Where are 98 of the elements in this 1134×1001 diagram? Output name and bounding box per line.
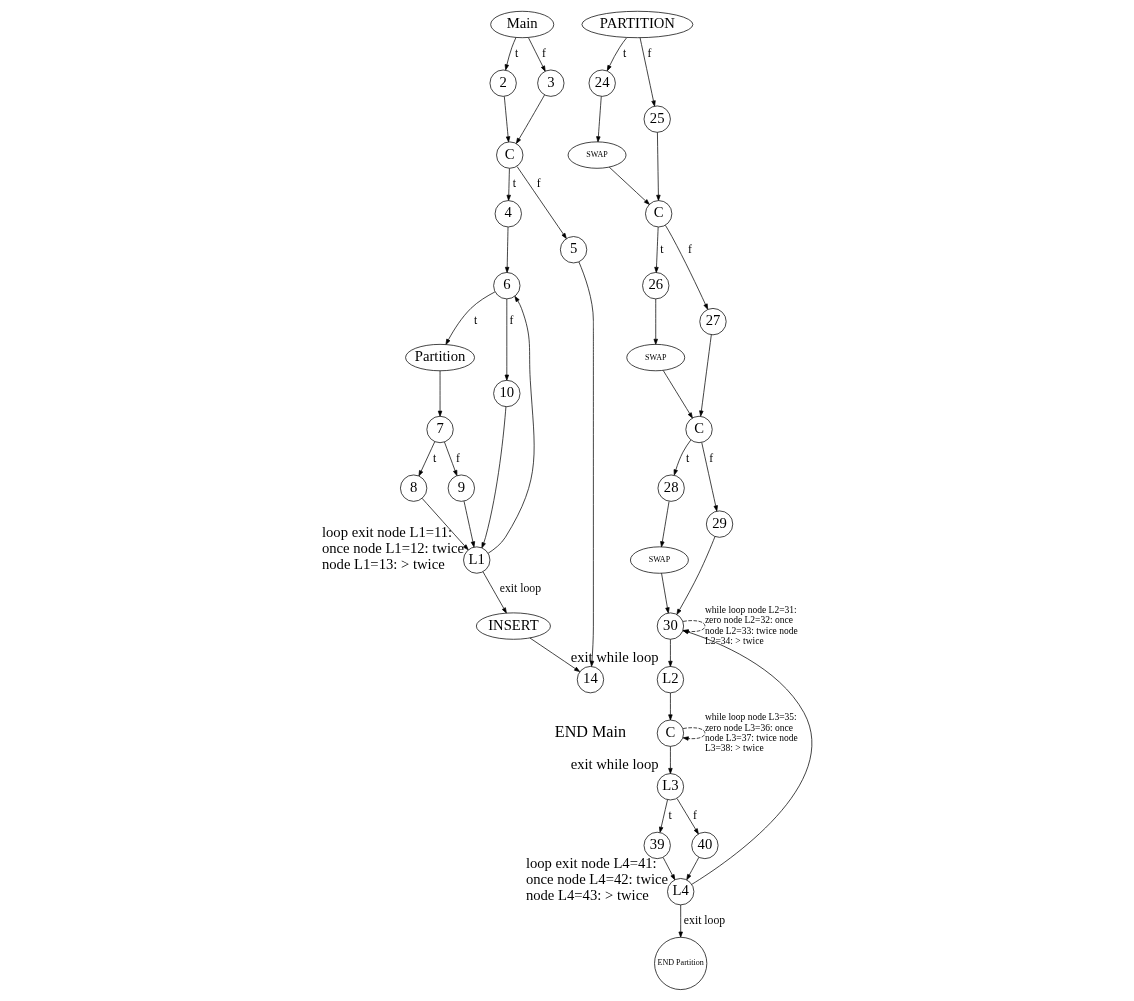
node-ellipse: Partition: [405, 344, 475, 372]
arrow: [682, 727, 706, 741]
node-circle: 5: [560, 236, 588, 264]
edge-label: f: [647, 46, 652, 60]
node-circle: 9: [447, 474, 475, 502]
arrow: [662, 857, 676, 881]
node-ellipse: Main: [490, 10, 555, 39]
arrow: [578, 261, 595, 667]
node-circle: 25: [643, 105, 671, 133]
node-circle: L3: [656, 773, 684, 801]
arrow: [482, 571, 507, 614]
node-circle: 29: [706, 510, 734, 538]
arrow: [516, 166, 567, 239]
arrow: [660, 501, 670, 548]
node-circle: 40: [691, 831, 719, 859]
arrow: [668, 639, 673, 667]
node-ellipse: SWAP: [626, 344, 686, 372]
arrow: [665, 225, 709, 310]
arrow: [639, 37, 656, 107]
edge-label: f: [541, 46, 546, 60]
arrow: [653, 298, 658, 345]
node-circle: 10: [493, 379, 521, 408]
node-circle: END Partition: [654, 936, 708, 990]
node-circle: L4: [667, 878, 695, 906]
edge-label: f: [536, 177, 541, 191]
arrow: [662, 370, 693, 419]
node-circle: 27: [699, 308, 727, 336]
arrow: [437, 370, 443, 417]
node-ellipse: SWAP: [630, 546, 689, 574]
arrow: [516, 94, 545, 144]
node-label: exit while loop: [570, 756, 659, 773]
edge-label: f: [709, 451, 714, 465]
node-ellipse: PARTITION: [581, 10, 694, 39]
edge-label: f: [687, 242, 692, 256]
arrow: [608, 166, 650, 205]
edge-label: f: [456, 451, 460, 465]
node-circle: C: [656, 719, 684, 747]
node-circle: C: [496, 141, 524, 169]
node-circle: 26: [642, 272, 670, 300]
arrow: [661, 572, 670, 614]
arrow: [659, 799, 668, 833]
edge-label: t: [432, 451, 437, 465]
arrow: [505, 226, 510, 273]
arrow: [481, 406, 507, 549]
arrow: [506, 168, 511, 201]
arrow: [504, 298, 509, 381]
arrow: [444, 441, 458, 476]
edge-label: t: [515, 46, 519, 60]
arrow: [463, 500, 476, 548]
arrow: [504, 37, 517, 71]
arrow: [421, 498, 469, 551]
arrow: [445, 291, 496, 345]
arrow: [654, 226, 659, 273]
node-circle: 7: [426, 415, 454, 444]
arrow: [676, 798, 699, 835]
arrow: [528, 37, 546, 72]
arrow: [656, 132, 661, 201]
arrow: [668, 692, 673, 721]
arrow: [487, 296, 535, 554]
node-circle: 24: [588, 69, 616, 97]
arrow: [529, 637, 580, 672]
edge-label: exit loop: [683, 913, 726, 927]
edge-label: t: [512, 177, 517, 191]
arrow: [673, 439, 692, 476]
edge-label: f: [509, 314, 514, 328]
arrow: [596, 96, 602, 143]
node-circle: 2: [489, 69, 517, 97]
arrow: [678, 904, 683, 938]
edge-label: t: [474, 314, 478, 328]
edge-label: exit loop: [499, 582, 542, 596]
node-circle: 3: [537, 69, 565, 97]
edge-label: while loop node L3=35: zero node L3=36: once node L3=37: twice node L3=38: > twice: [704, 712, 798, 754]
arrow: [606, 37, 628, 72]
node-circle: 28: [657, 474, 685, 502]
arrow: [668, 746, 673, 774]
node-ellipse: SWAP: [567, 141, 627, 169]
node-circle: 4: [494, 200, 522, 228]
node-circle: 8: [400, 474, 428, 502]
node-circle: 30: [656, 612, 684, 640]
arrow: [686, 856, 700, 881]
edge-label: f: [693, 808, 697, 822]
arrow: [418, 441, 436, 477]
node-circle: 39: [643, 831, 671, 859]
arrow: [699, 334, 712, 417]
edge-label: t: [660, 242, 664, 256]
node-circle: L2: [656, 666, 684, 694]
edge-label: t: [668, 808, 672, 822]
node-label: loop exit node L1=11: once node L1=12: twice node L1=13: > twice: [321, 523, 465, 572]
node-circle: 6: [493, 272, 521, 300]
arrow: [676, 536, 716, 615]
arrow: [701, 442, 718, 512]
edge-label: t: [622, 46, 627, 60]
node-label: exit while loop: [570, 649, 659, 666]
edge-label: t: [686, 451, 690, 465]
arrow: [503, 96, 511, 143]
node-circle: C: [685, 415, 713, 444]
node-ellipse: INSERT: [476, 612, 551, 640]
label: END Main: [554, 723, 627, 741]
